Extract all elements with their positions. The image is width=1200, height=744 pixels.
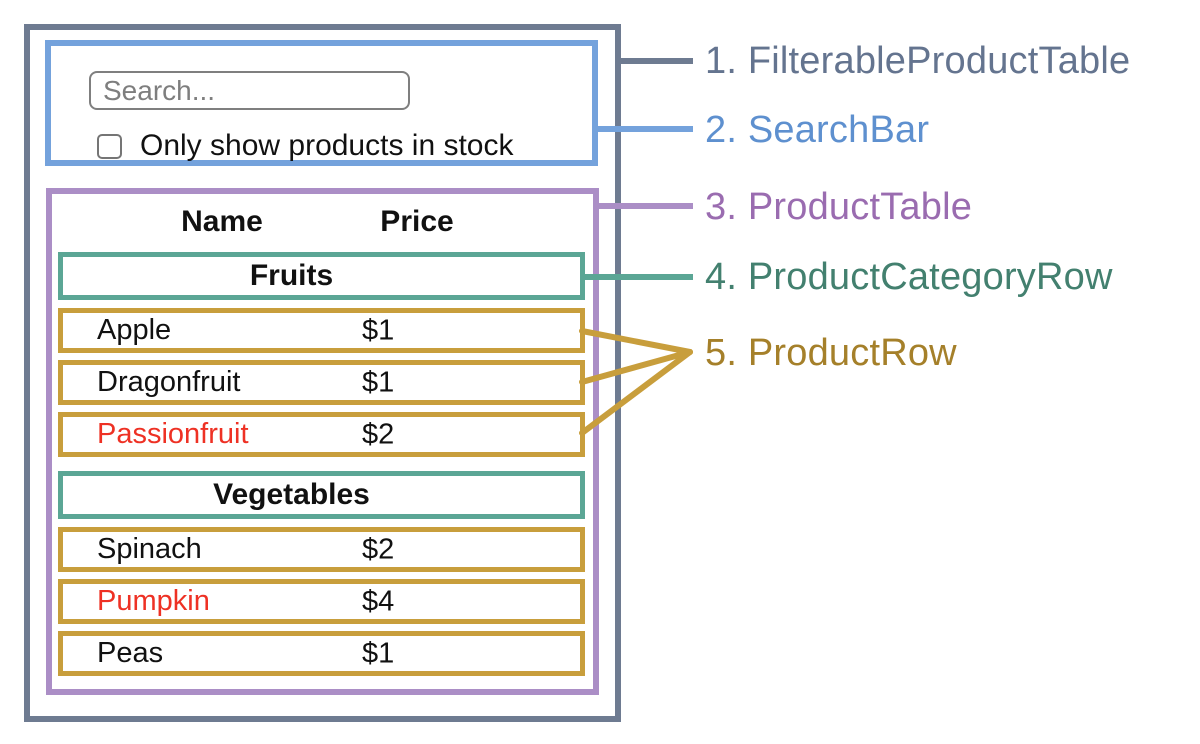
product-name: Passionfruit (97, 418, 249, 450)
search-input[interactable] (89, 71, 410, 110)
product-price: $1 (362, 637, 395, 669)
product-row-passionfruit: Passionfruit $2 (58, 412, 585, 457)
search-bar-box: Only show products in stock (45, 40, 598, 166)
in-stock-filter[interactable]: Only show products in stock (97, 129, 514, 163)
in-stock-checkbox[interactable] (97, 133, 122, 159)
category-row-vegetables: Vegetables (58, 471, 585, 519)
legend-product-table: 3. ProductTable (705, 186, 973, 228)
product-price: $1 (362, 314, 395, 346)
product-row-spinach: Spinach $2 (58, 527, 585, 572)
product-price: $1 (362, 366, 395, 398)
column-header-name: Name (181, 205, 263, 238)
category-label: Fruits (249, 259, 334, 292)
product-price: $2 (362, 533, 395, 565)
product-table-box: Name Price Fruits Apple $1 Dragonfruit $… (46, 188, 599, 695)
product-row-peas: Peas $1 (58, 631, 585, 676)
product-name: Dragonfruit (97, 366, 241, 398)
product-row-apple: Apple $1 (58, 308, 585, 353)
category-row-fruits: Fruits (58, 252, 585, 300)
product-row-pumpkin: Pumpkin $4 (58, 579, 585, 624)
table-body: Fruits Apple $1 Dragonfruit $1 Passionfr… (52, 194, 593, 676)
in-stock-checkbox-label: Only show products in stock (140, 129, 514, 162)
product-price: $2 (362, 418, 395, 450)
legend-filterable-product-table: 1. FilterableProductTable (705, 40, 1131, 82)
column-header-price: Price (380, 205, 454, 238)
product-name: Peas (97, 637, 164, 669)
legend-product-row: 5. ProductRow (705, 332, 957, 374)
category-label: Vegetables (213, 478, 370, 511)
legend-product-category-row: 4. ProductCategoryRow (705, 256, 1113, 298)
table-header-row: Name Price (52, 204, 593, 240)
legend-search-bar: 2. SearchBar (705, 109, 930, 151)
product-name: Spinach (97, 533, 202, 565)
product-name: Pumpkin (97, 585, 210, 617)
product-row-dragonfruit: Dragonfruit $1 (58, 360, 585, 405)
product-price: $4 (362, 585, 395, 617)
product-name: Apple (97, 314, 172, 346)
